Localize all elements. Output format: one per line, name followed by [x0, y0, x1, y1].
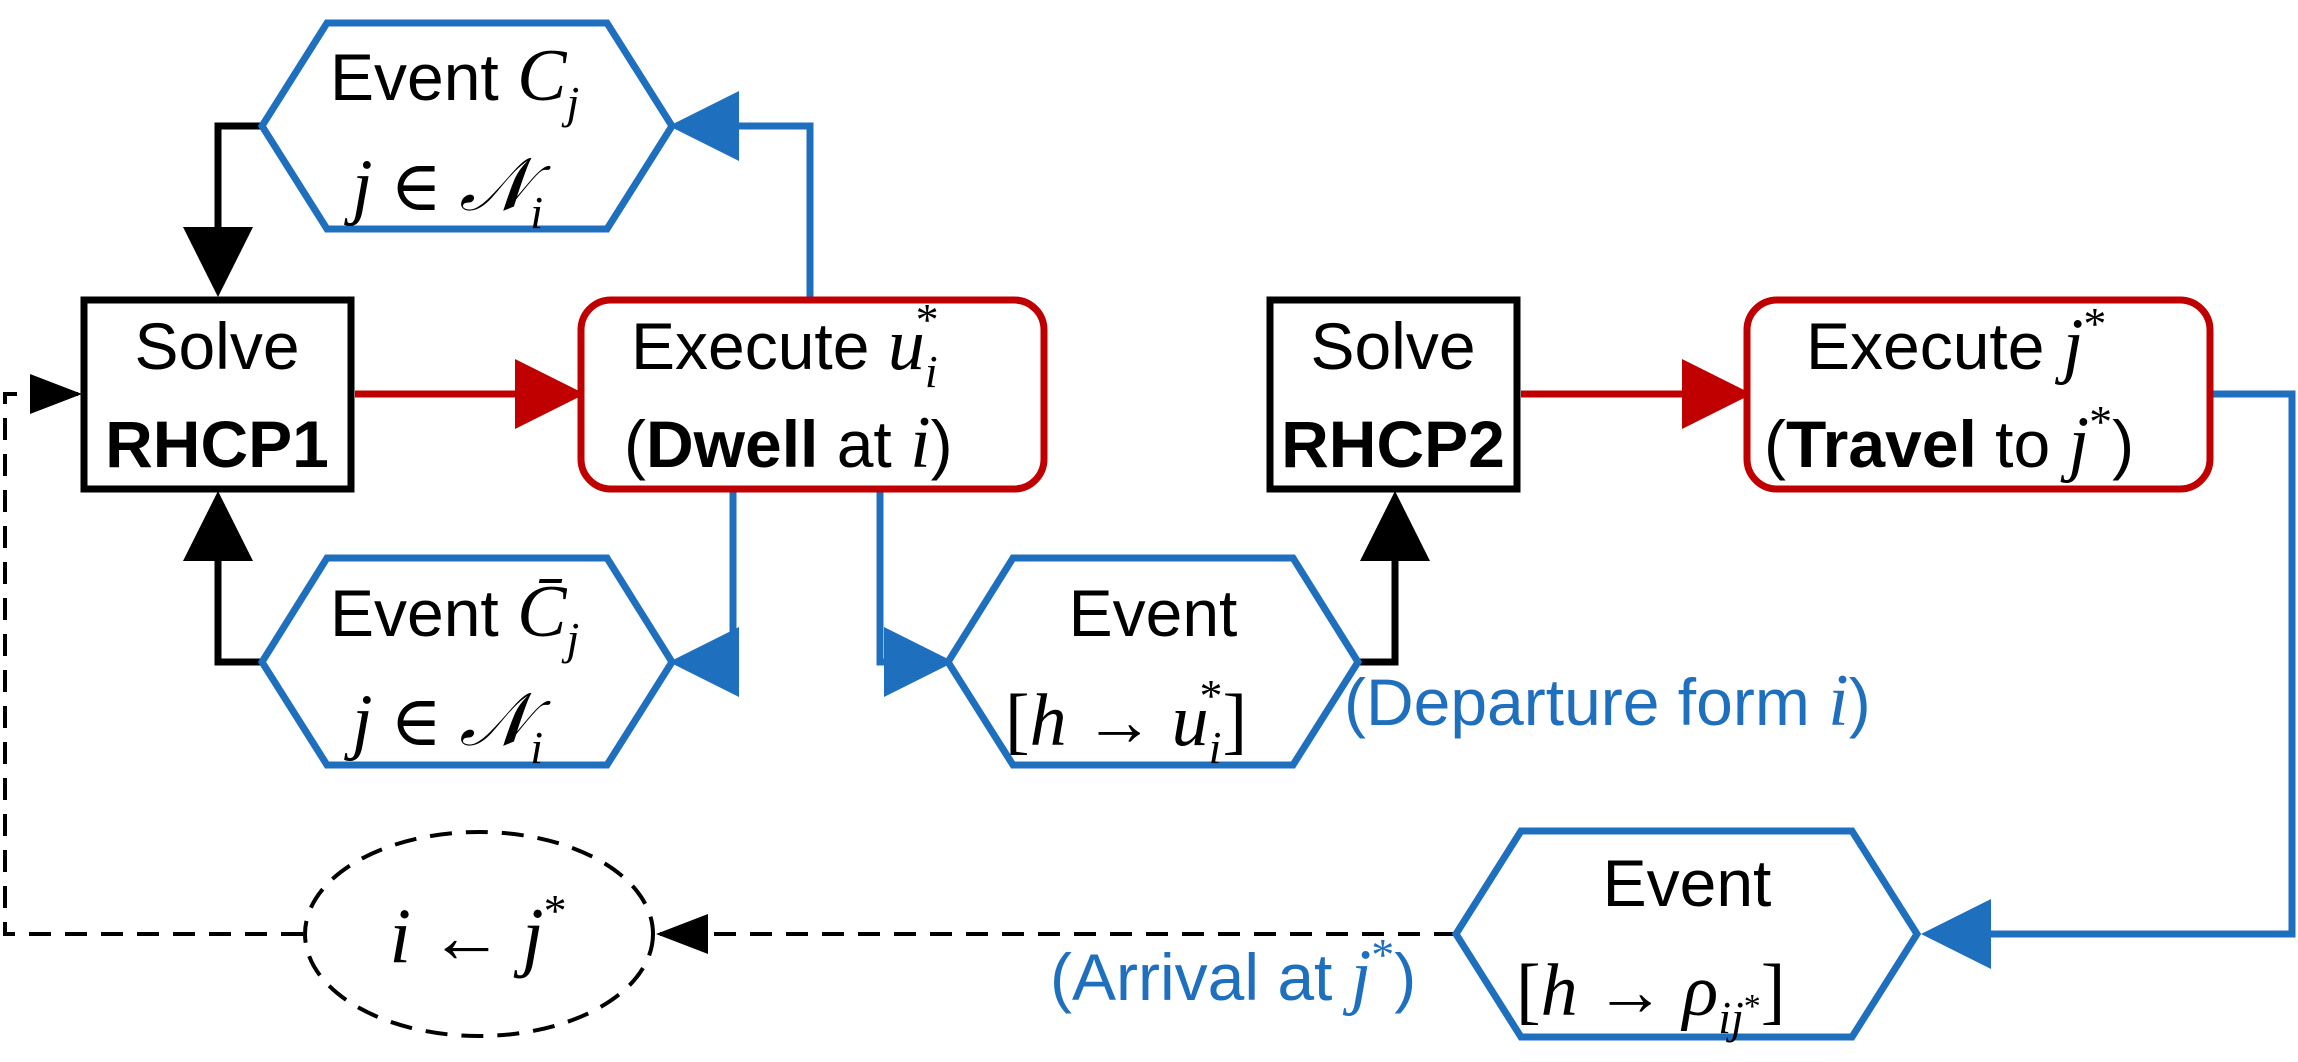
solve2-line2: RHCP2	[1281, 407, 1505, 481]
execute-j-box: Execute j* (Travel to j*)	[1743, 296, 2214, 493]
eventC-line1: Event Cj	[330, 35, 579, 128]
departure-label: (Departure form i)	[1344, 660, 1871, 742]
arrow-eventC-to-solve1	[183, 122, 262, 297]
arrival-label: (Arrival at j*)	[1050, 929, 1416, 1017]
arrow-eventHU-to-solve2	[1360, 491, 1430, 666]
eventHU-line1: Event	[1069, 576, 1238, 650]
arrow-execU-to-eventHU	[876, 490, 954, 697]
event-c-bar-hexagon: Event C̄j j ∈ 𝒩i	[257, 554, 677, 773]
update-ellipse: i ← j*	[303, 830, 655, 1038]
execJ-line1: Execute j*	[1806, 298, 2106, 386]
event-h-u-hexagon: Event [h → ui*]	[943, 554, 1363, 773]
solve1-line2: RHCP1	[105, 407, 329, 481]
eventC-line2: j ∈ 𝒩i	[344, 145, 551, 238]
update-text: i ← j*	[389, 885, 566, 979]
execute-u-box: Execute ui* (Dwell at i)	[577, 294, 1048, 493]
eventHRho-line1: Event	[1603, 846, 1772, 920]
solve-rhcp2-box: Solve RHCP2	[1266, 296, 1521, 493]
execU-line2: (Dwell at i)	[624, 402, 953, 484]
arrow-execU-to-eventCbar	[669, 490, 739, 697]
eventCbar-line1: Event C̄j	[330, 571, 579, 664]
eventHU-line2: [h → ui*]	[1005, 670, 1247, 773]
arrow-execJ-to-eventHRho	[1921, 390, 2296, 969]
arrow-eventCbar-to-solve1	[183, 491, 262, 666]
solve-rhcp1-box: Solve RHCP1	[80, 296, 355, 493]
solve2-line1: Solve	[1310, 309, 1475, 383]
solve1-line1: Solve	[134, 309, 299, 383]
event-c-top-hexagon: Event Cj j ∈ 𝒩i	[257, 19, 677, 238]
eventCbar-line2: j ∈ 𝒩i	[344, 680, 551, 773]
execJ-line2: (Travel to j*)	[1764, 396, 2134, 484]
execU-line1: Execute ui*	[631, 294, 939, 397]
eventHRho-line2: [h → ρij*]	[1516, 950, 1785, 1043]
arrow-execU-to-eventC	[669, 91, 814, 298]
arrow-update-to-solve1	[3, 374, 303, 936]
event-h-rho-hexagon: Event [h → ρij*]	[1451, 827, 1922, 1043]
